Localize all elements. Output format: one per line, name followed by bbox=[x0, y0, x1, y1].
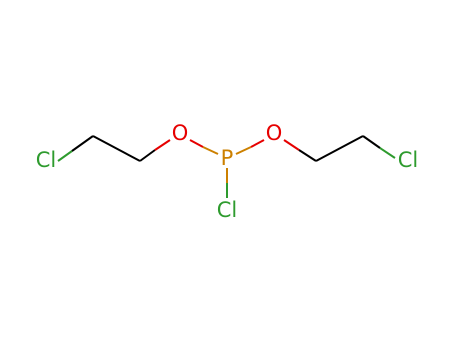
bond-o-right-c3-carbon-half bbox=[298, 149, 317, 162]
bond-p-o-right-oxygen-half bbox=[250, 139, 265, 148]
atom-label-p-center: P bbox=[221, 146, 234, 170]
atom-label-o-right: O bbox=[266, 121, 283, 145]
bond-c4-cl-right bbox=[362, 135, 381, 149]
bond-c2-o-left-oxygen-half bbox=[154, 139, 171, 151]
bond-o-left-p-phosphorus-half bbox=[202, 146, 219, 155]
bond-o-right-c3 bbox=[283, 139, 300, 151]
atom-label-cl-right: Cl bbox=[398, 148, 419, 172]
bond-c3-c4 bbox=[315, 135, 364, 162]
atom-label-o-left: O bbox=[172, 121, 189, 145]
bond-c1-c2 bbox=[92, 135, 141, 162]
bond-p-o-right bbox=[235, 146, 252, 155]
atom-label-cl-bottom: Cl bbox=[217, 198, 238, 222]
atom-label-cl-left: Cl bbox=[36, 148, 57, 172]
bond-c2-o-left bbox=[139, 149, 156, 162]
bond-c4-cl-right-chlorine-half bbox=[379, 147, 396, 159]
bond-cl-left-c1 bbox=[57, 150, 73, 162]
bond-o-left-p bbox=[189, 139, 204, 148]
bond-cl-left-c1-carbon-half bbox=[71, 135, 94, 152]
